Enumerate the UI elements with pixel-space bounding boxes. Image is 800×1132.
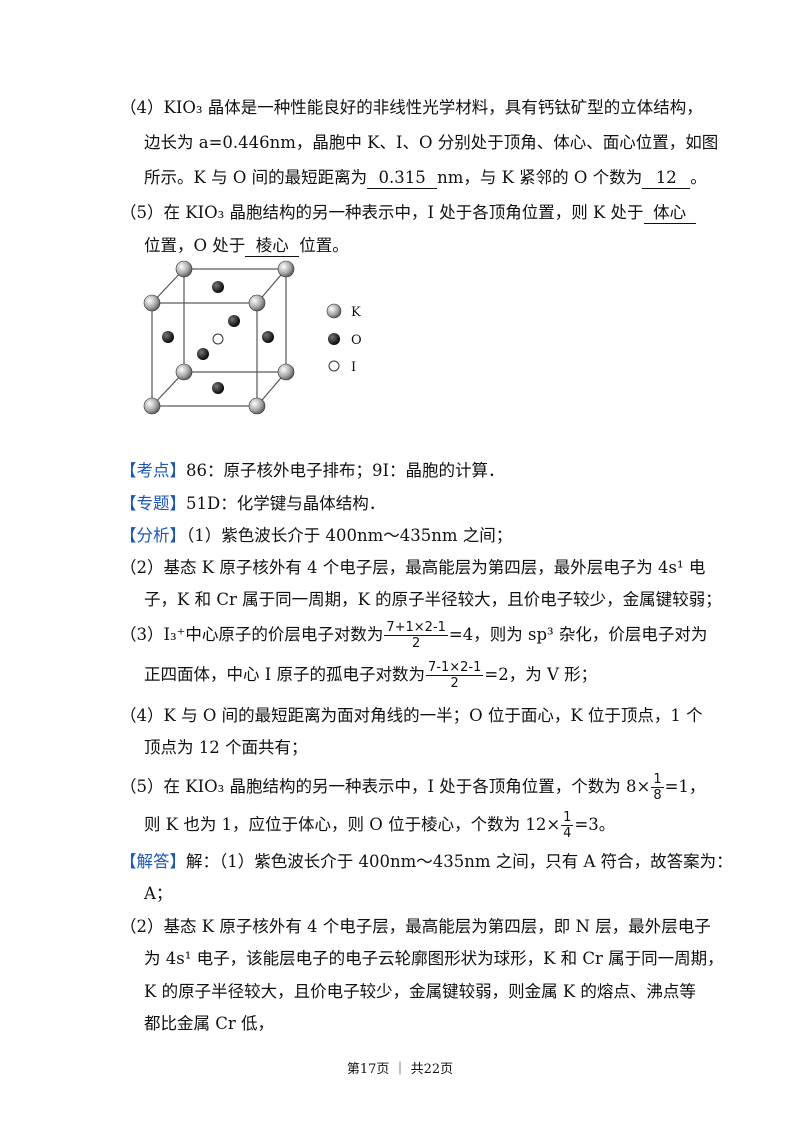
fenxi-p5a-text-2: =1，	[664, 777, 706, 796]
kaodian-tag: 【考点】	[120, 461, 186, 480]
i-atom	[212, 333, 224, 345]
q5-answer-k: 体心	[643, 203, 696, 224]
fenxi-p3b-text-2: =2，为 V 形；	[484, 665, 598, 684]
q5-answer-o: 棱心	[245, 236, 300, 257]
jieda-p2c: K 的原子半径较大，且价电子较少，金属键较弱，则金属 K 的熔点、沸点等	[144, 982, 696, 1001]
jieda-tag: 【解答】	[120, 852, 186, 871]
o-atoms	[162, 281, 274, 394]
q5-text-a: （5）在 KIO₃ 晶胞结构的另一种表示中，I 处于各顶角位置，则 K 处于	[120, 203, 644, 222]
q4-text-c: 。	[690, 168, 707, 187]
crystal-cell-figure: K O I	[143, 260, 362, 415]
fenxi-p5a-text-1: （5）在 KIO₃ 晶胞结构的另一种表示中，I 处于各顶角位置，个数为 8×	[120, 777, 651, 796]
kaodian-text: 86：原子核外电子排布；9I：晶胞的计算．	[186, 461, 505, 480]
k-atoms	[143, 260, 295, 415]
q4-line-1: （4）KIO₃ 晶体是一种性能良好的非线性光学材料，具有钙钛矿型的立体结构，	[120, 98, 703, 117]
legend: K O I	[326, 303, 362, 375]
legend-i-symbol	[328, 360, 340, 372]
fraction-denominator: 8	[653, 788, 662, 803]
fenxi-p5b-text-2: =3。	[574, 815, 616, 834]
fraction-denominator: 4	[563, 826, 572, 841]
q4-answer-count: 12	[642, 168, 691, 189]
q5-text-b: 位置，O 处于	[144, 236, 246, 255]
fraction-numerator: 1	[561, 810, 574, 826]
fraction-numerator: 1	[651, 772, 664, 788]
fraction-denominator: 2	[411, 636, 421, 651]
q5-line-1: （5）在 KIO₃ 晶胞结构的另一种表示中，I 处于各顶角位置，则 K 处于体心	[120, 201, 696, 225]
jieda-p1a: 解：（1）紫色波长介于 400nm～435nm 之间，只有 A 符合，故答案为：	[186, 852, 733, 871]
q4-answer-distance: 0.315	[367, 168, 438, 189]
fenxi-p3a-text-2: =4，则为 sp³ 杂化，价层电子对为	[448, 625, 708, 644]
fraction-numerator: 7-1×2-1	[426, 660, 484, 676]
fraction-denominator: 2	[450, 676, 459, 691]
jieda-p2a: （2）基态 K 原子核外有 4 个电子层，最高能层为第四层，即 N 层，最外层电…	[120, 917, 711, 936]
legend-o-label: O	[351, 333, 362, 348]
page-footer: 第17页 ｜ 共22页	[346, 1062, 454, 1077]
q5-text-c: 位置。	[299, 236, 349, 255]
fenxi-p3a-text-1: （3）I₃⁺中心原子的价层电子对数为	[120, 625, 384, 644]
fenxi-p2b: 子，K 和 Cr 属于同一周期，K 的原子半径较大，且价电子较少，金属键较弱；	[144, 590, 722, 609]
zhuanti-tag: 【专题】	[120, 494, 186, 513]
zhuanti-text: 51D：化学键与晶体结构．	[186, 494, 386, 513]
q4-text-a: 所示。K 与 O 间的最短距离为	[144, 168, 368, 187]
zhuanti-line: 【专题】51D：化学键与晶体结构．	[120, 492, 385, 516]
q4-text-b: nm，与 K 紧邻的 O 个数为	[437, 168, 643, 187]
fenxi-tag: 【分析】	[120, 526, 186, 545]
fraction-numerator: 7+1×2-1	[384, 620, 448, 636]
legend-k-label: K	[351, 305, 361, 320]
legend-k-symbol	[326, 303, 342, 319]
fenxi-p1: （1）紫色波长介于 400nm～435nm 之间；	[186, 526, 513, 545]
fenxi-p3b-text-1: 正四面体，中心 I 原子的孤电子对数为	[144, 665, 426, 684]
kaodian-line: 【考点】86：原子核外电子排布；9I：晶胞的计算．	[120, 459, 505, 483]
q5-line-2: 位置，O 处于棱心位置。	[144, 234, 349, 258]
fenxi-line-1: 【分析】（1）紫色波长介于 400nm～435nm 之间；	[120, 524, 512, 548]
jieda-p1b: A；	[144, 884, 173, 903]
fenxi-p5b-text-1: 则 K 也为 1，应位于体心，则 O 位于棱心，个数为 12×	[144, 815, 561, 834]
jieda-p2d: 都比金属 Cr 低，	[144, 1014, 275, 1033]
jieda-line-1: 【解答】解：（1）紫色波长介于 400nm～435nm 之间，只有 A 符合，故…	[120, 850, 733, 874]
legend-o-symbol	[328, 333, 340, 345]
legend-i-label: I	[351, 360, 356, 375]
fenxi-p2a: （2）基态 K 原子核外有 4 个电子层，最高能层为第四层，最外层电子为 4s¹…	[120, 558, 706, 577]
jieda-p2b: 为 4s¹ 电子，该能层电子的电子云轮廓图形状为球形，K 和 Cr 属于同一周期…	[144, 949, 724, 968]
fenxi-p4a: （4）K 与 O 间的最短距离为面对角线的一半；O 位于面心，K 位于顶点，1 …	[120, 706, 703, 725]
fenxi-p4b: 顶点为 12 个面共有；	[144, 738, 308, 757]
q4-line-2: 边长为 a=0.446nm，晶胞中 K、I、O 分别处于顶角、体心、面心位置，如…	[144, 133, 719, 152]
